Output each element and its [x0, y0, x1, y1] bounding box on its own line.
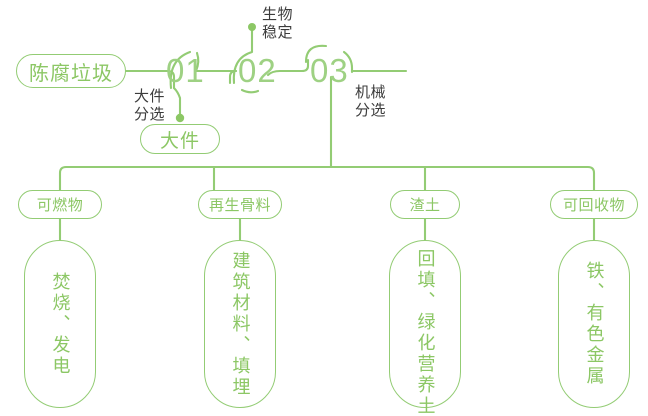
stage-number-01[interactable]: 01 [166, 52, 205, 89]
stage-number-03[interactable]: 03 [310, 52, 349, 89]
outcome-text-3: 回填、绿化营养土 [415, 249, 436, 416]
dot-bio-stabilization [248, 23, 256, 31]
category-pill-2[interactable]: 再生骨料 [198, 190, 282, 219]
category-label-3: 渣土 [409, 197, 441, 214]
annotation-bio-stabilization: 生物 稳定 [262, 6, 294, 41]
category-label-2: 再生骨料 [208, 197, 271, 214]
outcome-text-4: 铁、有色金属 [584, 261, 605, 387]
node-byproduct-bulky[interactable]: 大件 [140, 124, 220, 154]
category-label-4: 可回收物 [562, 197, 625, 214]
annotation-mechanical-sorting: 机械 分选 [355, 84, 387, 119]
outcome-text-2: 建筑材料、填埋 [230, 250, 251, 398]
outcome-box-3[interactable]: 回填、绿化营养土 [389, 240, 461, 416]
outcome-box-1[interactable]: 焚烧、发电 [24, 240, 96, 408]
annotation-bulky-sorting: 大件 分选 [134, 88, 166, 123]
category-pill-3[interactable]: 渣土 [390, 190, 460, 219]
arc-02-bottom [240, 88, 260, 94]
outcome-box-4[interactable]: 铁、有色金属 [558, 240, 630, 408]
line-into-02 [228, 69, 238, 85]
category-label-1: 可燃物 [36, 197, 84, 214]
outcome-box-2[interactable]: 建筑材料、填埋 [204, 240, 276, 408]
category-pill-1[interactable]: 可燃物 [18, 190, 102, 219]
node-byproduct-label: 大件 [159, 130, 200, 152]
category-pill-4[interactable]: 可回收物 [550, 190, 638, 219]
node-source-label: 陈腐垃圾 [29, 62, 113, 85]
node-source[interactable]: 陈腐垃圾 [16, 54, 126, 88]
outcome-text-1: 焚烧、发电 [50, 271, 71, 377]
distribution-bus [58, 165, 596, 192]
stage-number-02[interactable]: 02 [238, 52, 277, 89]
